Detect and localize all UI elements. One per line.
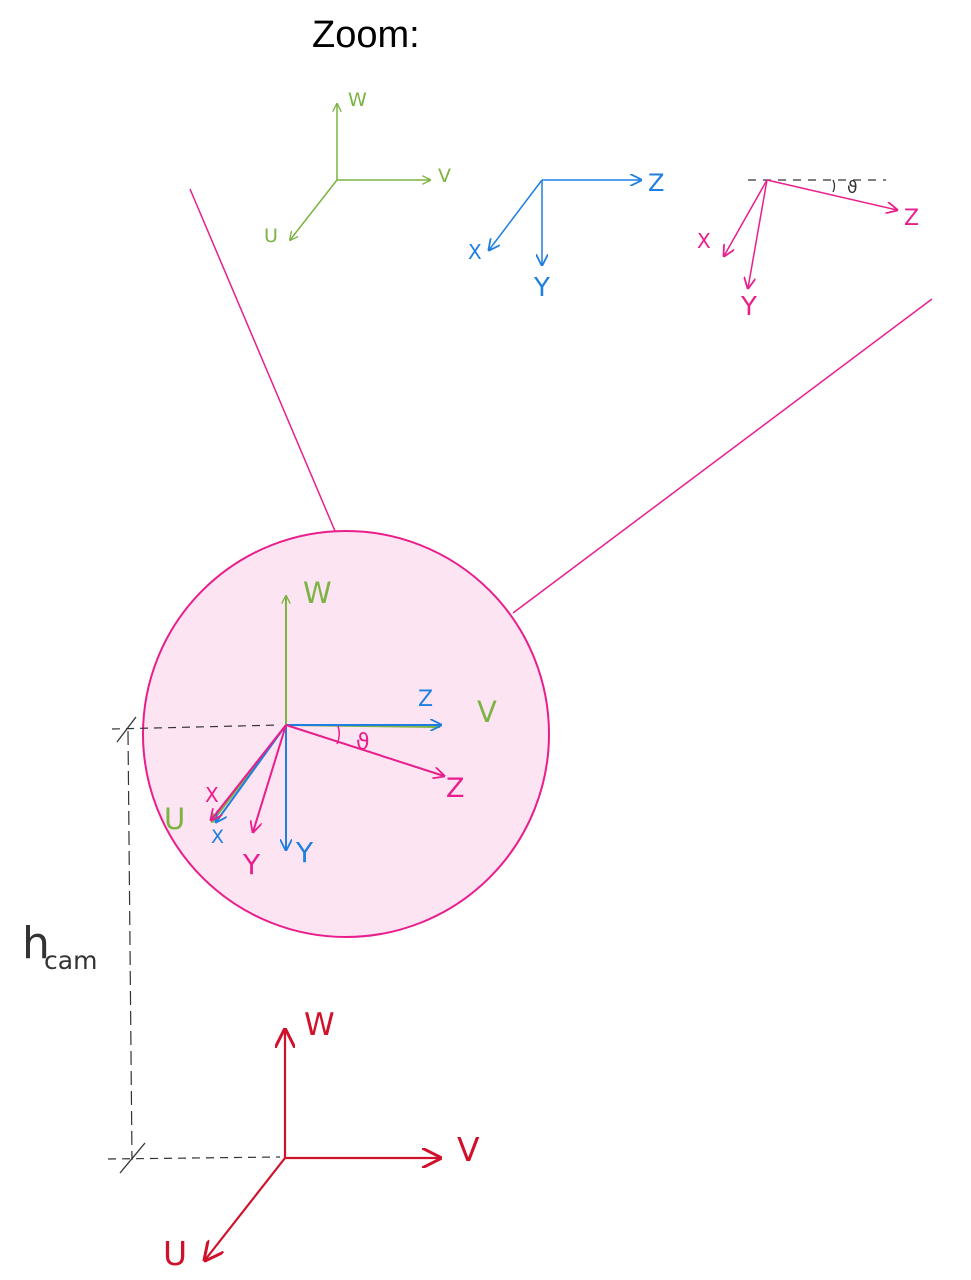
magnified-frames: W V U Z X Y ϑ Z X Y [164, 576, 497, 881]
height-tick-top [116, 716, 137, 743]
zoom-camera-y-label: Y [533, 273, 550, 303]
zoom-connector-right [512, 298, 933, 614]
zoom-camera-z-label: Z [648, 169, 664, 197]
height-dimension [107, 716, 281, 1174]
magnified-angle-arc [336, 725, 341, 745]
magnified-angle-label: ϑ [356, 730, 370, 755]
magnified-world-u-label: U [164, 802, 185, 836]
magnified-world-w-label: W [303, 576, 332, 610]
zoom-tilted-angle-arc [832, 179, 836, 193]
magnified-tilted-x-label: X [205, 783, 219, 807]
magnified-tilted-y-label: Y [242, 848, 261, 881]
zoom-world-frame: W V U [264, 89, 451, 247]
zoom-world-v-label: V [438, 165, 451, 187]
ground-v-label: V [457, 1130, 480, 1169]
magnified-camera-z-label: Z [418, 687, 433, 712]
magnified-tilted-z-label: Z [446, 773, 465, 804]
zoom-camera-x-label: X [468, 240, 482, 264]
magnified-world-v-label: V [477, 695, 497, 729]
zoom-tilted-frame: ϑ Z X Y [697, 178, 919, 322]
zoom-camera-frame: Z X Y [468, 169, 664, 303]
magnified-camera-x-label: X [211, 826, 224, 848]
ground-world-frame: W V U [163, 1007, 480, 1273]
height-tick-bottom [119, 1142, 146, 1174]
zoom-connector-left [189, 188, 336, 532]
zoom-world-w-label: W [348, 89, 367, 111]
magnifier-circle [142, 530, 550, 938]
ground-w-label: W [304, 1007, 335, 1043]
zoom-world-u-label: U [264, 225, 278, 247]
height-label-cam: cam [44, 946, 97, 975]
diagram-title: Zoom: [312, 14, 420, 56]
zoom-tilted-x-label: X [697, 229, 711, 253]
zoom-tilted-z-label: Z [904, 206, 919, 231]
zoom-tilted-angle-label: ϑ [847, 178, 858, 198]
zoom-tilted-y-label: Y [740, 292, 757, 322]
ground-u-label: U [163, 1234, 187, 1273]
magnified-camera-y-label: Y [295, 836, 314, 869]
height-label-h: h [22, 918, 50, 969]
